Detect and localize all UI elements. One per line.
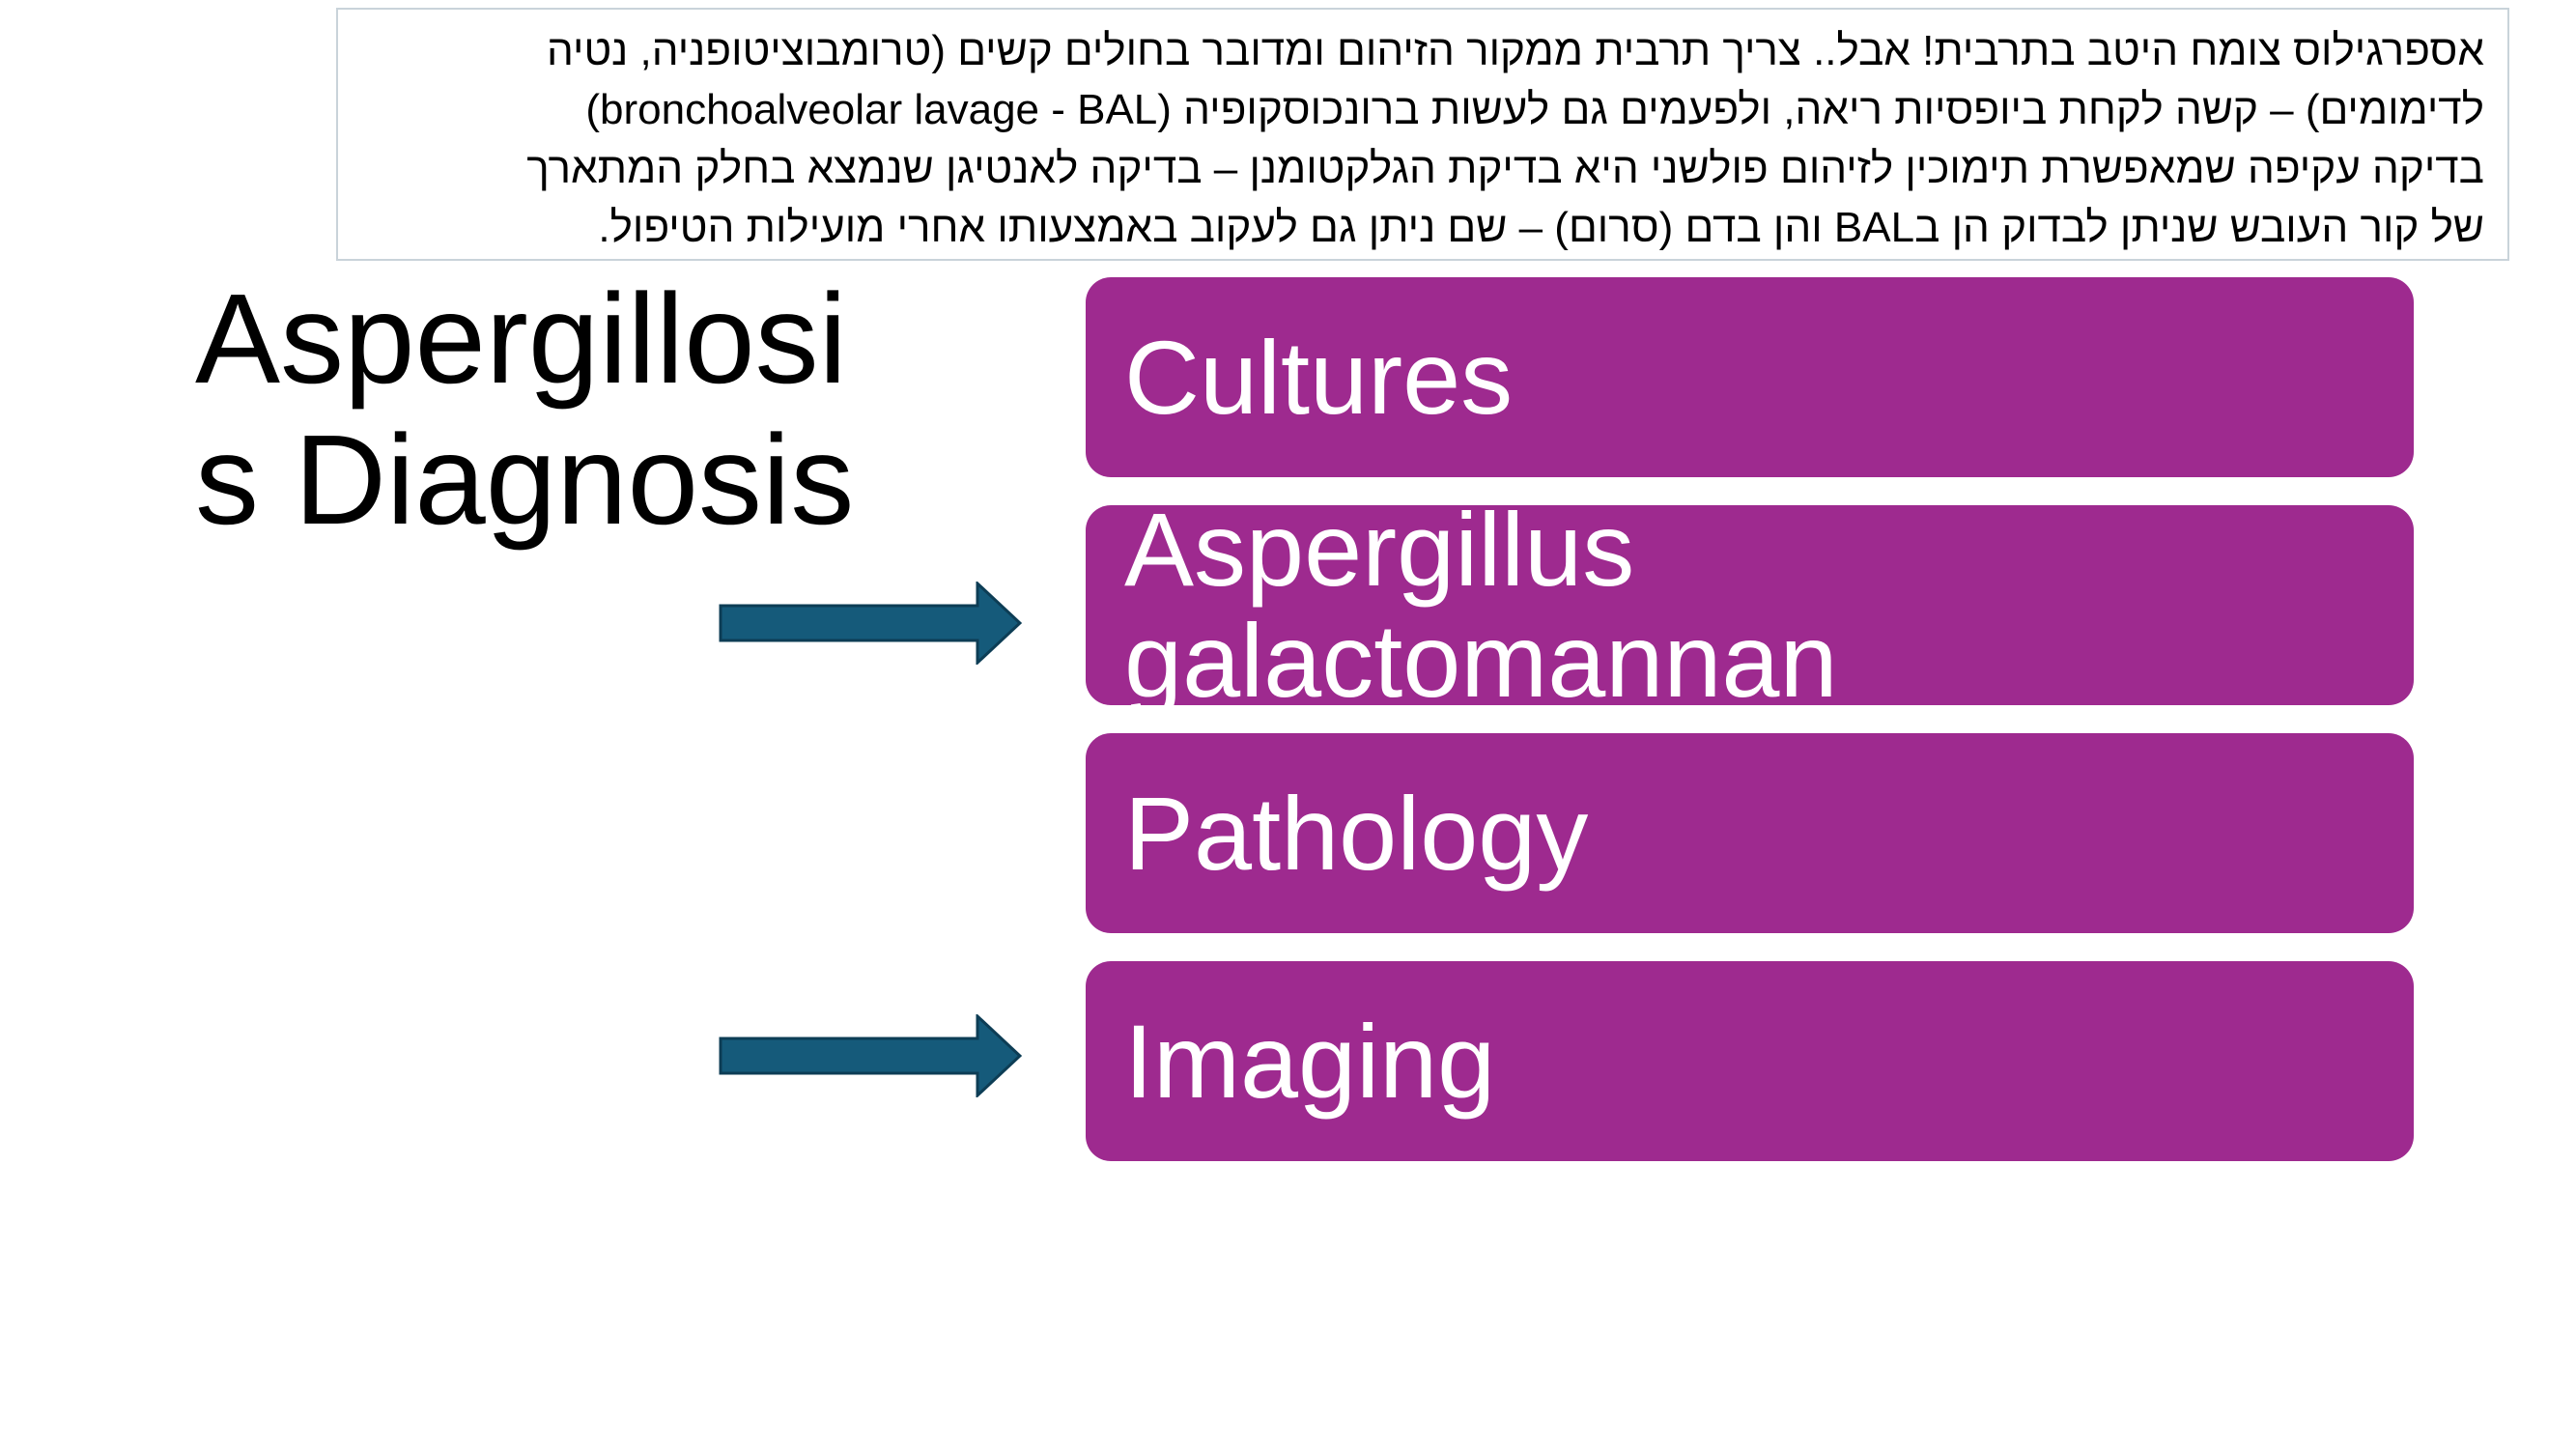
- speaker-notes-box: אספרגילוס צומח היטב בתרבית! אבל.. צריך ת…: [336, 8, 2509, 261]
- card-cultures: Cultures: [1086, 277, 2414, 477]
- card-imaging-label: Imaging: [1124, 1003, 1496, 1120]
- slide-title-line-1: Aspergillosi: [195, 268, 847, 410]
- note-line-3: בדיקה עקיפה שמאפשרת תימוכין לזיהום פולשנ…: [526, 145, 2484, 192]
- card-cultures-label: Cultures: [1124, 319, 1514, 436]
- card-imaging: Imaging: [1086, 961, 2414, 1161]
- arrow-right-icon: [719, 582, 1022, 665]
- slide-title-line-2: s Diagnosis: [195, 409, 855, 551]
- card-pathology: Pathology: [1086, 733, 2414, 933]
- card-aspergillus-galactomannan: Aspergillus galactomannan: [1086, 505, 2414, 705]
- card-galactomannan-label-line-2: galactomannan: [1124, 602, 1838, 705]
- note-line-4: של קור העובש שניתן לבדוק הן בBAL והן בדם…: [598, 204, 2484, 251]
- arrow-right-icon: [719, 1014, 1022, 1097]
- card-pathology-label: Pathology: [1124, 775, 1589, 892]
- card-galactomannan-label-line-1: Aspergillus: [1124, 505, 1635, 608]
- slide-title: Aspergillosi s Diagnosis: [195, 269, 891, 551]
- note-line-2: לדימומים) – קשה לקחת ביופסיות ריאה, ולפע…: [585, 86, 2484, 133]
- note-line-1: אספרגילוס צומח היטב בתרבית! אבל.. צריך ת…: [547, 27, 2484, 74]
